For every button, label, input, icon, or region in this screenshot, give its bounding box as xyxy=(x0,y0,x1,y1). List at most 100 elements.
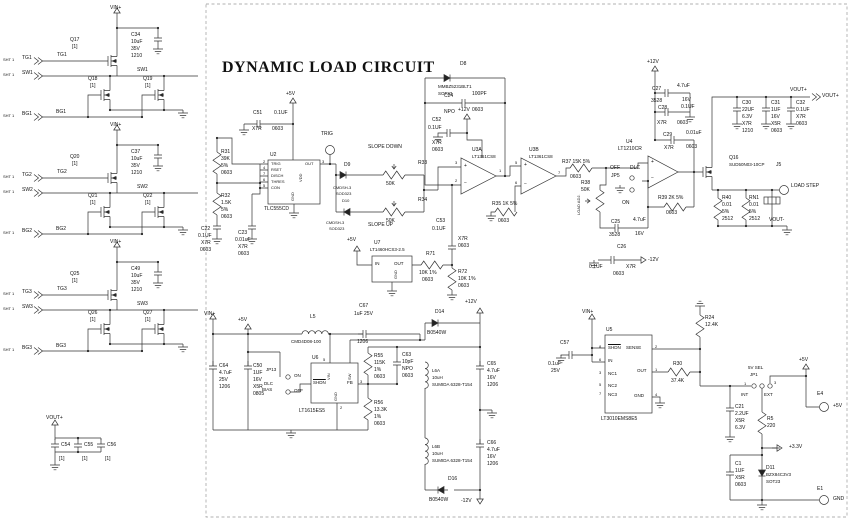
l6a-v1: 10uH xyxy=(432,375,443,380)
vin-ldo: VIN+ xyxy=(582,309,594,315)
c30-v4: 1210 xyxy=(742,128,754,134)
d11-part: BZX84C3V3 xyxy=(766,472,792,477)
boost-section xyxy=(208,307,498,505)
net-sw3: SW3 xyxy=(137,301,148,307)
u5-n4: 4 xyxy=(655,392,658,397)
c65-v2: 16V xyxy=(487,375,496,381)
dashed-border xyxy=(205,3,848,518)
u5-pin-sense: SENSE xyxy=(626,345,642,350)
sht-bg3: SHT 1 xyxy=(3,347,15,352)
d11-pkg: SOT23 xyxy=(766,479,781,484)
c53-v2: X7R xyxy=(458,236,468,242)
c56-val: [1] xyxy=(105,456,111,462)
u3b-n6: 6 xyxy=(515,180,518,185)
r38-val: 50K xyxy=(581,187,590,193)
u4-ref: U4 xyxy=(626,139,633,145)
jp5-dlc: DLC xyxy=(630,165,641,171)
c31-v3: X5R xyxy=(771,121,781,127)
u5-pin-nc2: NC2 xyxy=(608,383,618,388)
c26-ref: C26 xyxy=(617,244,627,250)
u3a-n2: 2 xyxy=(455,178,458,183)
c63-v2: NPO xyxy=(402,366,413,372)
c34-v3: 1210 xyxy=(131,53,143,59)
r56-v3: 0603 xyxy=(374,421,386,427)
c21-v3: 6.3V xyxy=(735,425,746,431)
sht-tg3: SHT 1 xyxy=(3,291,15,296)
u5-ref: U5 xyxy=(606,327,613,333)
net-tg2: TG2 xyxy=(57,169,67,175)
c37-v2: 35V xyxy=(131,163,140,169)
r55-v2: 1% xyxy=(374,367,382,373)
d9-part: CMDSH-3 xyxy=(333,185,352,190)
c30-v1: 22UF xyxy=(742,107,755,113)
net-tg3: TG3 xyxy=(57,286,67,292)
c34-v2: 35V xyxy=(131,46,140,52)
e4-label: +5V xyxy=(833,403,843,409)
u2-n3: 3 xyxy=(322,159,325,164)
jp1-ref: JP1 xyxy=(750,372,758,377)
l6b-v1: 10uH xyxy=(432,451,443,456)
u2-pin-trig: TRIG xyxy=(271,161,281,166)
pwr-5v-ldo: +5V xyxy=(799,357,809,363)
pwr-n12-boost: -12V xyxy=(461,498,472,504)
r55-v1: 115K xyxy=(374,360,386,366)
c66-ref: C66 xyxy=(487,440,497,446)
q25-val: [1] xyxy=(72,278,78,284)
c27-v2: 3528 xyxy=(651,98,663,104)
d10-pkg: SOD323 xyxy=(329,226,345,231)
r30-ref: R30 xyxy=(673,361,683,367)
u6-n3: 3 xyxy=(360,379,363,384)
vout-cap-bank xyxy=(49,419,106,471)
r32-v1: 1.5K xyxy=(221,200,232,206)
r56-ref: R56 xyxy=(374,400,384,406)
trig-conn: TRIG xyxy=(321,131,333,137)
u6-pin-fb: FB xyxy=(347,380,353,385)
jp1-int: INT xyxy=(741,392,749,397)
r30-val: 37.4K xyxy=(671,378,685,384)
c25-ref: C25 xyxy=(611,219,621,225)
jp13-off: OFF xyxy=(294,388,303,393)
u6-part: LT1615ES5 xyxy=(299,408,326,414)
c66-v1: 4.7uF xyxy=(487,447,500,453)
r32-v3: 0603 xyxy=(221,214,233,220)
c64-v1: 4.7uF xyxy=(219,370,232,376)
u3a-n1: 1 xyxy=(499,168,502,173)
jp13-dlc: DLC xyxy=(264,381,274,386)
d16-part: B0540W xyxy=(429,497,449,503)
u5-n7: 7 xyxy=(599,391,602,396)
r5-ref: R5 xyxy=(767,416,774,422)
l6b-v2: SUMIDA 6328-T154 xyxy=(432,458,473,463)
q17-ref: Q17 xyxy=(70,37,80,43)
u4-plus: + xyxy=(651,159,654,165)
u5-pin-in: IN xyxy=(608,358,613,363)
pwr-12v-u3a: +12V xyxy=(458,107,470,113)
c32-v3: 0603 xyxy=(796,121,808,127)
jp1-n1: 1 xyxy=(744,381,747,386)
u5-n2: 2 xyxy=(655,344,658,349)
pwr-12v-boost: +12V xyxy=(465,299,477,305)
net-bg1: BG1 xyxy=(56,109,67,115)
u3b-ref: U3B xyxy=(529,147,539,153)
q18-ref: Q18 xyxy=(88,76,98,82)
r31-v2: 5% xyxy=(221,163,229,169)
d11-ref: D11 xyxy=(766,465,775,471)
u5-n6: 6 xyxy=(599,357,602,362)
u3a-part: LT1361CS8 xyxy=(472,154,496,159)
c56-ref: C56 xyxy=(107,442,117,448)
c29-v1: 0.01uF xyxy=(686,130,702,136)
c34-v1: 10uF xyxy=(131,39,143,45)
sht-sw3: SHT 1 xyxy=(3,306,15,311)
c67-ref: C67 xyxy=(359,303,369,309)
load-adj: LOAD ADJ. xyxy=(576,194,581,215)
c52-v2: X7R xyxy=(432,140,442,146)
c57-v1: 0.1uF xyxy=(548,361,561,367)
u2-pin-rset: RSET xyxy=(271,167,282,172)
d8-pkg: SOT23 xyxy=(438,91,453,96)
net-sw1: SW1 xyxy=(137,67,148,73)
net-bg3: BG3 xyxy=(56,343,67,349)
u5-pin-nc3: NC3 xyxy=(608,392,618,397)
slope-down: SLOPE DOWN xyxy=(368,144,402,150)
c37-v1: 10uF xyxy=(131,156,143,162)
q21-ref: Q21 xyxy=(88,193,98,199)
r24-ref: R24 xyxy=(705,315,715,321)
